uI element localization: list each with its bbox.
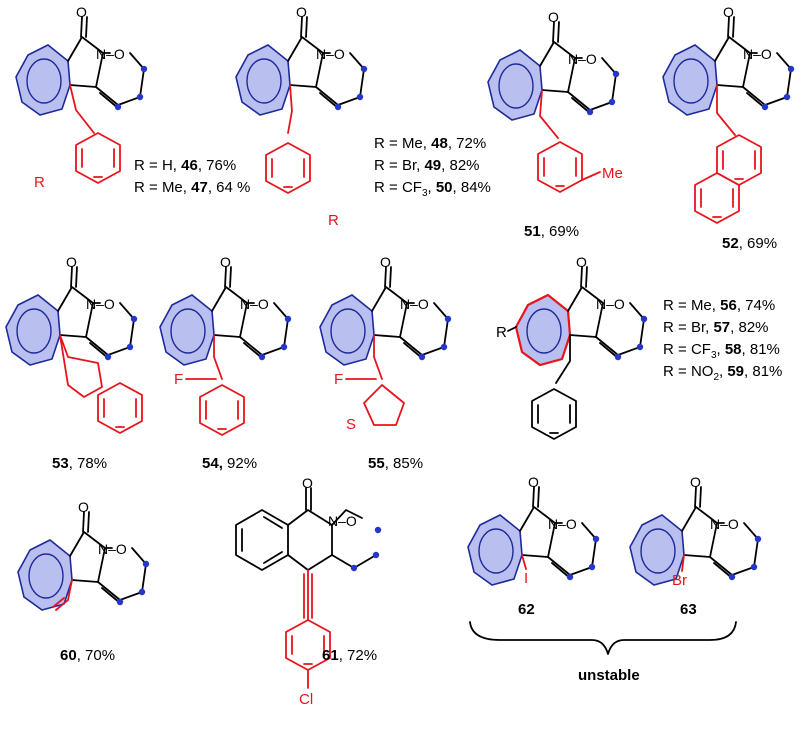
compound-62-label: 62 <box>518 601 535 618</box>
svg-text:R = Me, 56, 74%: R = Me, 56, 74% <box>663 297 775 314</box>
atom-N-O: N–O <box>98 541 127 557</box>
compound-55-label: 55, 85% <box>368 455 423 472</box>
atom-O: O <box>296 4 307 20</box>
svg-text:R = Me, 47, 64 %: R = Me, 47, 64 % <box>134 179 250 196</box>
atom-N-O: N–O <box>568 51 597 67</box>
atom-O: O <box>78 499 89 515</box>
compound-46-47-legend: R = H, 46, 76% R = Me, 47, 64 % <box>134 157 250 196</box>
compound-54: O N–O F <box>159 254 293 436</box>
substituent-F: F <box>174 371 183 388</box>
substituent-I: I <box>524 570 528 587</box>
compound-53-label: 53, 78% <box>52 455 107 472</box>
compound-48-50-legend: R = Me, 48, 72% R = Br, 49, 82% R = CF3,… <box>374 135 491 199</box>
compound-63-label: 63 <box>680 601 697 618</box>
unstable-brace <box>469 621 737 655</box>
atom-N-O: N–O <box>548 516 577 532</box>
compound-55: O N–O F S <box>319 254 453 433</box>
svg-text:R = CF3, 50, 84%: R = CF3, 50, 84% <box>374 179 491 199</box>
atom-O: O <box>576 254 587 270</box>
atom-O: O <box>528 474 539 490</box>
atom-O: O <box>302 475 313 491</box>
svg-text:R = Br, 57, 82%: R = Br, 57, 82% <box>663 319 769 336</box>
substituent-R: R <box>496 324 507 341</box>
atom-O: O <box>380 254 391 270</box>
compound-51-label: 51, 69% <box>524 223 579 240</box>
svg-text:R = Me, 48, 72%: R = Me, 48, 72% <box>374 135 486 152</box>
substituent-Br: Br <box>672 572 687 589</box>
substituent-F: F <box>334 371 343 388</box>
compound-52: O N–O <box>662 4 796 224</box>
compound-60: O N–O <box>17 499 151 611</box>
atom-S: S <box>346 416 356 433</box>
compound-61-label: 61, 72% <box>322 647 377 664</box>
atom-N-O: N–O <box>240 296 269 312</box>
atom-O: O <box>548 9 559 25</box>
compound-53: O N–O <box>5 254 143 434</box>
compound-48-50: O N–O R <box>235 4 369 229</box>
svg-text:R = H, 46, 76%: R = H, 46, 76% <box>134 157 236 174</box>
svg-text:R = NO2, 59, 81%: R = NO2, 59, 81% <box>663 363 782 383</box>
atom-O: O <box>690 474 701 490</box>
svg-text:R = CF3, 58, 81%: R = CF3, 58, 81% <box>663 341 780 361</box>
compound-51: O N–O Me <box>487 9 623 193</box>
atom-N-O: N–O <box>96 46 125 62</box>
unstable-label: unstable <box>578 667 640 684</box>
substituent-R: R <box>328 212 339 229</box>
atom-N-O: N–O <box>400 296 429 312</box>
compound-63: O N–O Br <box>629 474 763 589</box>
compound-60-label: 60, 70% <box>60 647 115 664</box>
svg-text:R = Br, 49, 82%: R = Br, 49, 82% <box>374 157 480 174</box>
atom-N-O: N–O <box>596 296 625 312</box>
atom-N-O: N–O <box>86 296 115 312</box>
atom-O: O <box>723 4 734 20</box>
atom-O: O <box>76 4 87 20</box>
substituent-R: R <box>34 174 45 191</box>
compound-56-59-legend: R = Me, 56, 74% R = Br, 57, 82% R = CF3,… <box>663 297 782 383</box>
substituent-Me: Me <box>602 165 623 182</box>
compound-56-59: O N–O R <box>496 254 648 440</box>
atom-N-O: N–O <box>710 516 739 532</box>
compound-61: O N–O Cl <box>235 475 382 708</box>
atom-N-O: N–O <box>743 46 772 62</box>
compound-46-47: O N–O R <box>15 4 149 191</box>
atom-N-O: N–O <box>328 513 357 529</box>
atom-N-O: N–O <box>316 46 345 62</box>
compound-52-label: 52, 69% <box>722 235 777 252</box>
compound-54-label: 54, 92% <box>202 455 257 472</box>
substituent-Cl: Cl <box>299 691 313 708</box>
atom-O: O <box>66 254 77 270</box>
atom-O: O <box>220 254 231 270</box>
compound-62: O N–O I <box>467 474 601 587</box>
